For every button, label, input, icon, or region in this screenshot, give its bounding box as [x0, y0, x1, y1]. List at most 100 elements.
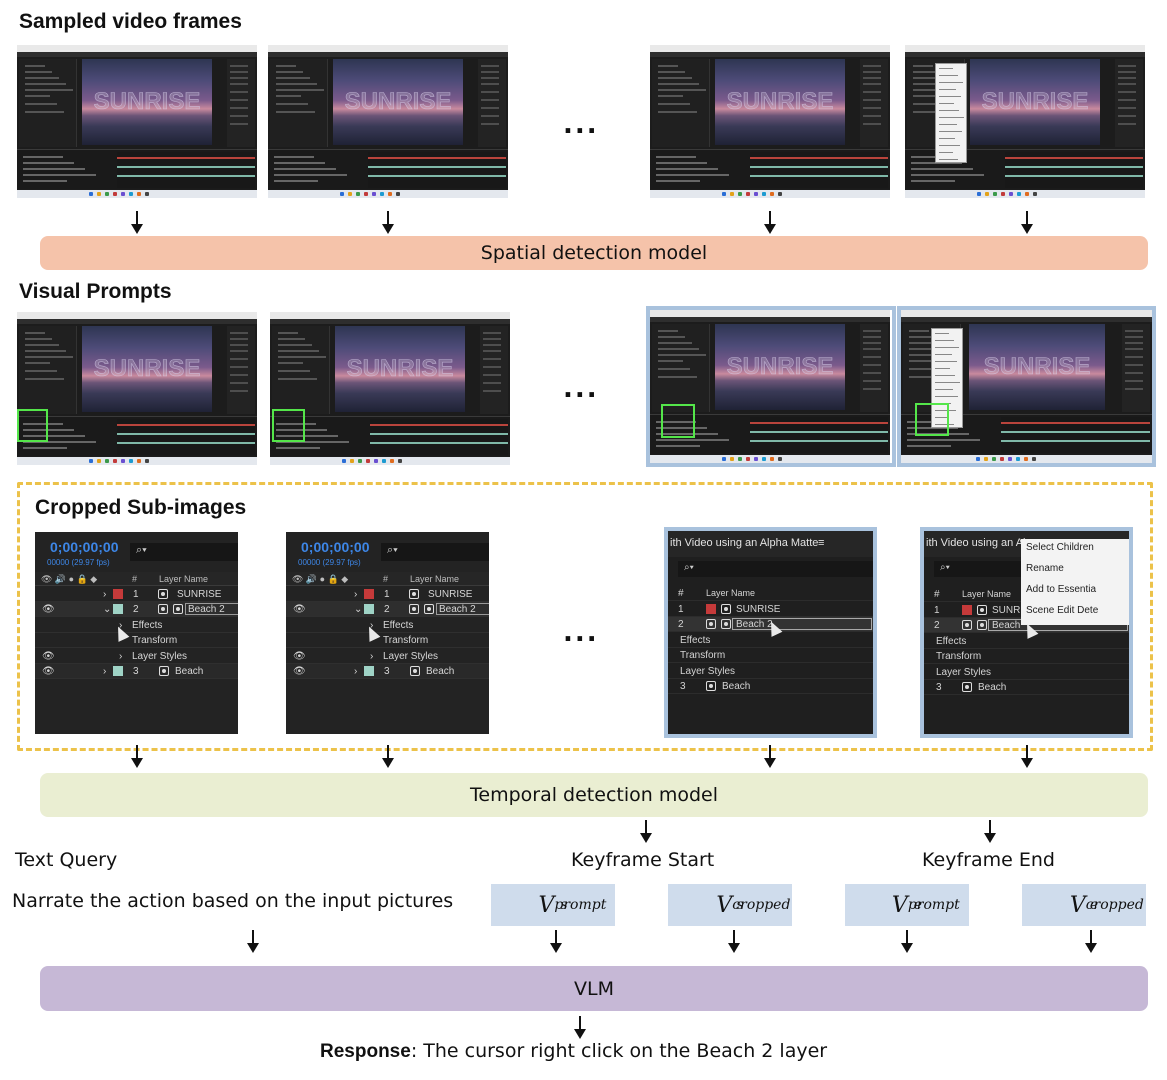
panel-line [276, 83, 317, 85]
sunrise-text: SUNRISE [93, 88, 201, 116]
layer-line [907, 421, 947, 423]
panel-line [25, 95, 50, 97]
panel-line [25, 356, 73, 358]
panel-line [863, 71, 881, 73]
panel-line [1118, 83, 1136, 85]
panel-line [1118, 107, 1136, 109]
transform-row: Transform [668, 648, 873, 663]
menu-icon: ≡ [818, 537, 825, 549]
expand-caret: › [103, 666, 107, 677]
crop-panel-4: ith Video using an Alp ⌕▾ # Layer Name 1… [924, 531, 1129, 734]
panel-line [230, 99, 248, 101]
properties-panel [860, 324, 888, 412]
taskbar-app-icon [1016, 457, 1020, 461]
taskbar-app-icon [342, 459, 346, 463]
crop-panel-1: 0;00;00;00 00000 (29.97 fps) ⌕▾ 👁 🔊 ● 🔒 … [35, 532, 238, 734]
taskbar-app-icon [145, 192, 149, 196]
layer-list [272, 419, 368, 455]
layer-number: 2 [934, 620, 940, 631]
composition-preview: SUNRISE [969, 324, 1105, 410]
panel-line [25, 378, 64, 380]
sampled-frame-1: SUNRISE [17, 45, 257, 198]
track-bar [750, 175, 888, 177]
panel-line [25, 338, 52, 340]
layer-line [23, 447, 67, 449]
header-icons: 👁 🔊 ● 🔒 ◆ [292, 574, 349, 584]
panel-line [230, 358, 248, 360]
properties-panel [1122, 324, 1150, 412]
window-titlebar [268, 45, 508, 52]
panel-line [25, 362, 50, 364]
panel-line [909, 330, 929, 332]
prompt-frame-3: SUNRISE [650, 310, 890, 463]
layer-row-2: 👁 ⌄ 2 Beach 2 [286, 602, 489, 617]
layer-name: Beach [175, 666, 204, 677]
spatial-detection-model: Spatial detection model [40, 236, 1148, 270]
highlight-box [272, 409, 305, 442]
composition-preview: SUNRISE [715, 59, 845, 145]
layer-number: 2 [678, 619, 684, 630]
panel-line [483, 358, 501, 360]
layer-styles-label: Layer Styles [680, 666, 736, 677]
layer-type-icon [962, 682, 972, 692]
panel-line [230, 115, 248, 117]
taskbar-app-icon [977, 192, 981, 196]
panel-line [1125, 380, 1143, 382]
expand-caret: › [354, 666, 358, 677]
hash-label: # [383, 574, 389, 584]
panel-line [863, 123, 881, 125]
panel-line [909, 342, 943, 344]
project-panel [652, 59, 710, 147]
layer-name: Beach [426, 666, 455, 677]
layer-name: Beach [992, 620, 1021, 631]
menu-item-select-children: Select Children [1026, 542, 1094, 553]
os-taskbar [270, 457, 510, 465]
v-superscript: cropped [1085, 897, 1144, 913]
label-color [113, 604, 123, 614]
transform-label: Transform [383, 635, 429, 646]
window-menubar [268, 52, 508, 57]
effects-label: Effects [132, 620, 163, 631]
timeline-tracks [1001, 417, 1150, 453]
ellipsis-1: ... [563, 110, 599, 140]
prompt-frame-1: SUNRISE [17, 312, 257, 465]
panel-line [278, 338, 305, 340]
context-menu: Select Children Rename Add to Essentia S… [1021, 539, 1129, 625]
panel-line [230, 332, 248, 334]
layer-line [911, 162, 962, 164]
taskbar-app-icon [985, 192, 989, 196]
taskbar-app-icon [145, 459, 149, 463]
menu-item-rename: Rename [1026, 563, 1064, 574]
v-superscript: prompt [554, 897, 607, 913]
arrow-down [764, 211, 776, 235]
panel-line [863, 330, 881, 332]
menu-item-add-to-essential: Add to Essentia [1026, 584, 1097, 595]
text-query-label: Text Query [15, 849, 118, 871]
layer-line [274, 174, 347, 176]
layer-line [656, 433, 718, 435]
arrow-down [550, 930, 562, 954]
menu-line [935, 410, 956, 411]
menu-line [939, 117, 964, 118]
layer-line [23, 156, 63, 158]
panel-line [909, 376, 948, 378]
menu-line [939, 124, 957, 125]
layer-line [23, 168, 85, 170]
panel-line [658, 376, 697, 378]
taskbar-app-icon [121, 459, 125, 463]
layer-name-box [732, 618, 872, 630]
menu-line [935, 361, 957, 362]
fps-label: 00000 (29.97 fps) [47, 558, 110, 567]
layer-line [276, 429, 327, 431]
sunrise-text: SUNRISE [726, 353, 834, 381]
layer-type-icon [977, 620, 987, 630]
track-bar [368, 175, 506, 177]
composition-preview: SUNRISE [82, 59, 212, 145]
taskbar-app-icon [1009, 192, 1013, 196]
layer-styles-row: 👁 › Layer Styles [35, 649, 238, 664]
panel-line [25, 77, 59, 79]
arrow-down [901, 930, 913, 954]
layer-line [911, 174, 984, 176]
timeline-panel [17, 149, 257, 189]
track-bar [750, 166, 888, 168]
